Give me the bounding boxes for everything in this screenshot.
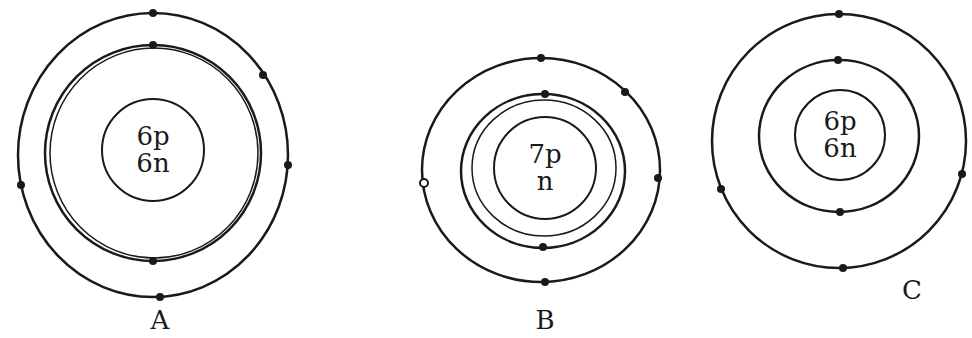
outer-shell: [422, 58, 660, 282]
diagram-letter: A: [151, 305, 170, 335]
electron: [420, 179, 428, 187]
electron: [836, 208, 844, 216]
electron: [834, 56, 842, 64]
electron: [541, 278, 549, 286]
electron: [621, 88, 629, 96]
nucleus: 6p 6n: [101, 98, 205, 202]
electron: [156, 293, 164, 301]
inner-shell: [45, 45, 261, 261]
nucleus: 7p n: [493, 116, 597, 220]
electron: [149, 9, 157, 17]
electron: [839, 264, 847, 272]
electron: [654, 174, 662, 182]
nucleus: 6p 6n: [794, 89, 886, 181]
inner-shell: [461, 94, 625, 248]
nucleus-count: 6p 6n: [819, 108, 861, 163]
diagram-letter: B: [535, 305, 554, 335]
outer-shell: [712, 14, 966, 268]
electron: [149, 41, 157, 49]
electron: [541, 90, 549, 98]
inner-shell: [472, 100, 616, 236]
inner-shell: [50, 48, 258, 258]
electron: [958, 170, 966, 178]
nucleus-count: 6p 6n: [132, 123, 174, 178]
inner-shell: [759, 60, 919, 212]
electron: [835, 10, 843, 18]
nucleus-count: 7p n: [524, 141, 566, 196]
electron: [284, 161, 292, 169]
electron: [259, 71, 267, 79]
outer-shell: [18, 13, 288, 297]
electron: [539, 243, 547, 251]
diagram-letter: C: [902, 275, 922, 305]
electron: [149, 257, 157, 265]
electron: [17, 181, 25, 189]
electron: [717, 185, 725, 193]
electron: [537, 54, 545, 62]
